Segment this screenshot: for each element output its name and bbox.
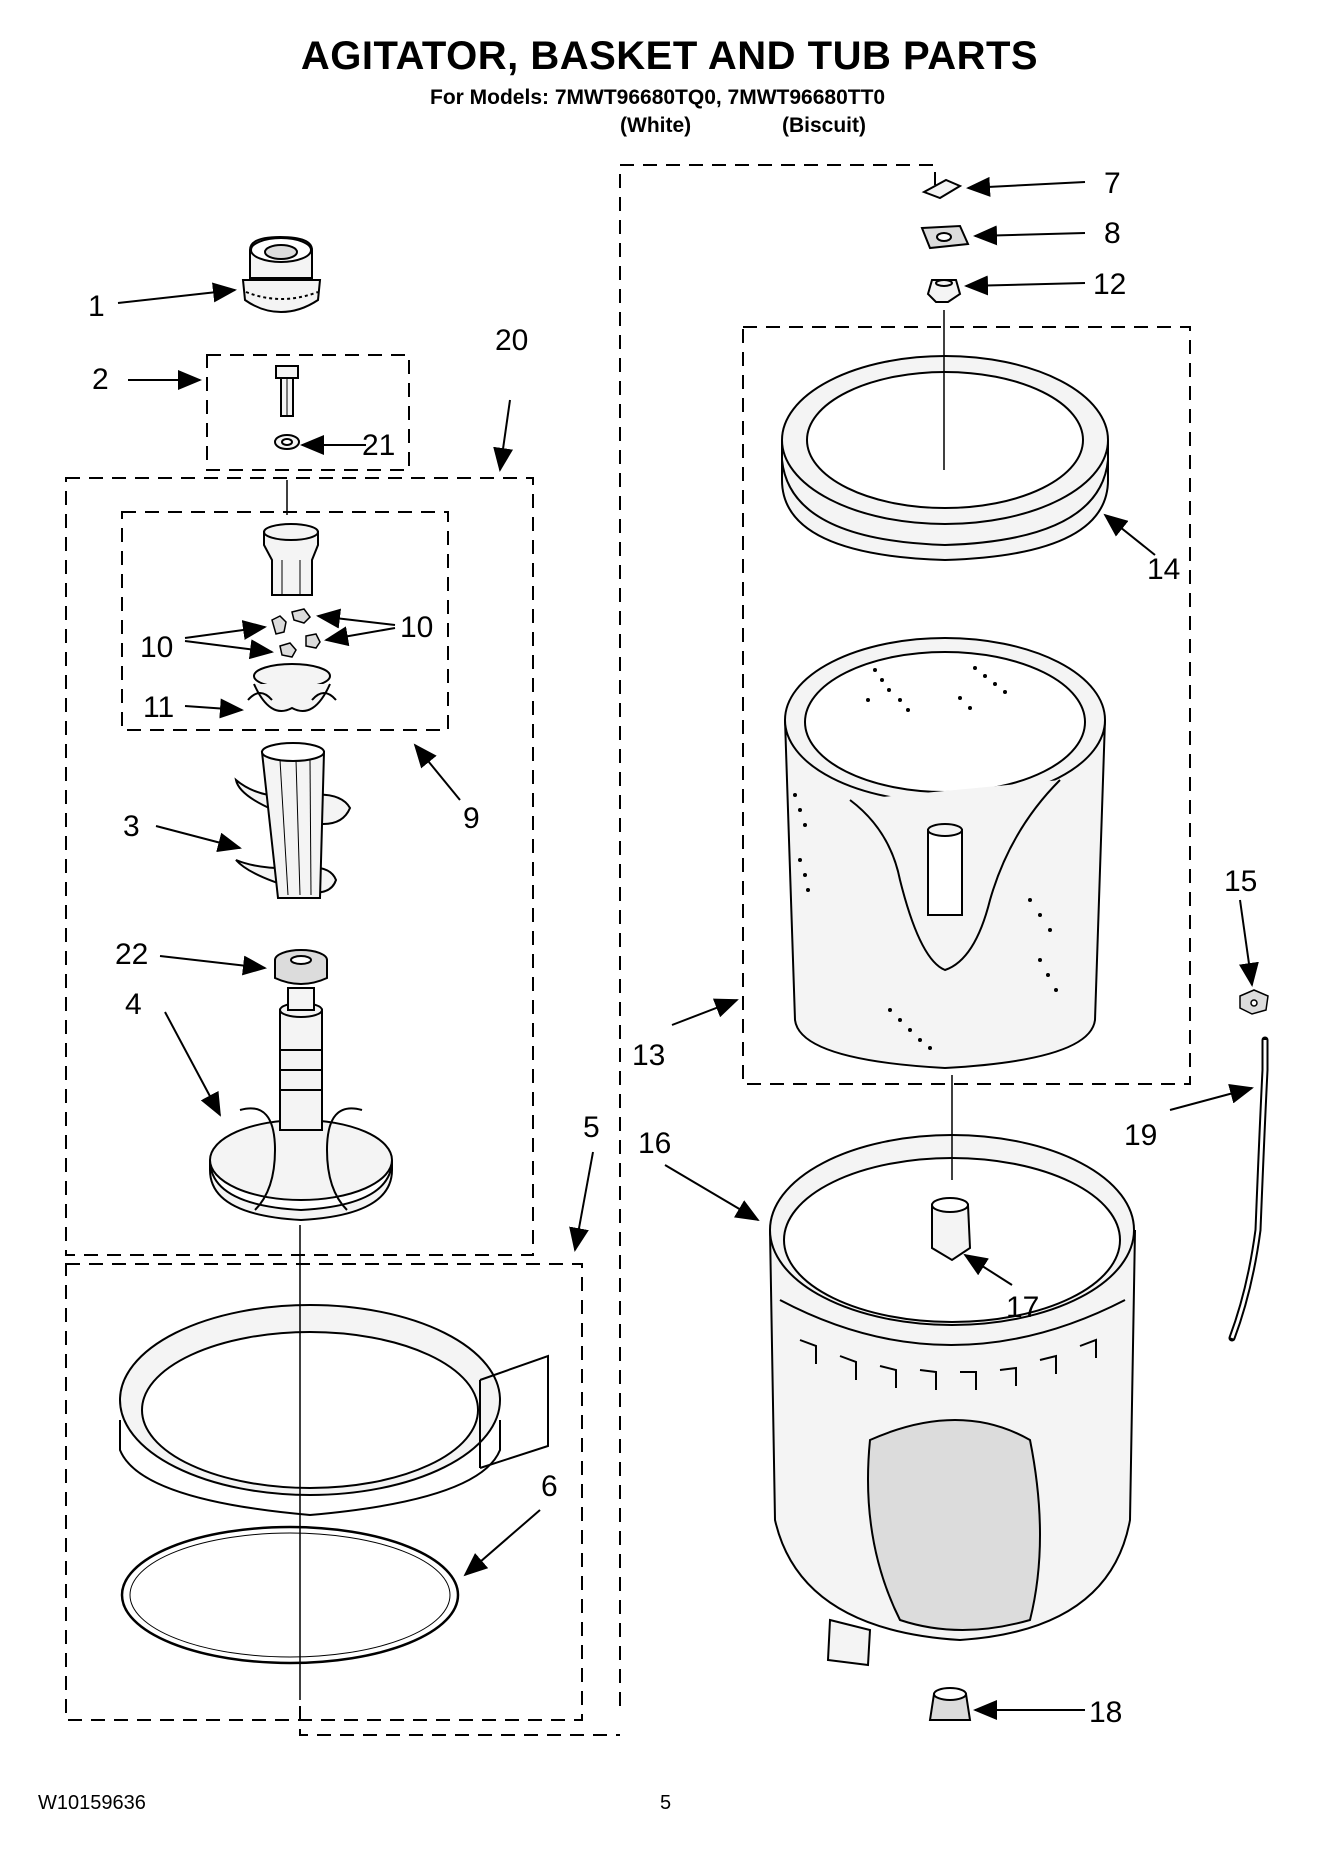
leader-10a-upper [184, 620, 267, 640]
part-4-agitator-base [209, 987, 393, 1222]
callout-17: 17 [1006, 1291, 1039, 1324]
callout-8: 8 [1104, 217, 1121, 250]
leader-15 [1239, 899, 1259, 987]
leader-19 [1169, 1084, 1254, 1111]
callout-19: 19 [1124, 1119, 1157, 1152]
basket-perforations [793, 666, 1058, 1050]
callout-21: 21 [362, 429, 395, 462]
part-11-cam [247, 663, 337, 712]
leader-1 [117, 282, 237, 304]
leader-7 [966, 176, 1086, 197]
group-box-9 [121, 511, 449, 731]
leader-5 [569, 1151, 594, 1252]
leader-4 [164, 1011, 221, 1117]
part-12-nut [926, 279, 962, 303]
callout-22: 22 [115, 938, 148, 971]
callout-11: 11 [143, 691, 174, 724]
callout-4: 4 [125, 988, 142, 1021]
callout-14: 14 [1147, 553, 1180, 586]
callout-3: 3 [123, 810, 140, 843]
group-box-13 [742, 326, 1191, 1085]
part-6-seal-ring [120, 1525, 460, 1665]
callout-20: 20 [495, 324, 528, 357]
variant-biscuit: (Biscuit) [782, 114, 866, 137]
part-2-bolt [275, 365, 299, 417]
callout-9: 9 [463, 802, 480, 835]
leader-10a-lower [184, 639, 274, 660]
callout-18: 18 [1089, 1696, 1122, 1729]
part-10-dogs [271, 608, 321, 658]
leader-10b-upper [316, 608, 396, 629]
callout-1: 1 [88, 290, 105, 323]
part-8-retainer [920, 224, 970, 250]
leader-17 [963, 1253, 1013, 1286]
callout-7: 7 [1104, 167, 1121, 200]
leader-9 [413, 743, 461, 801]
leader-8 [973, 225, 1086, 246]
connector-path-bottom [299, 1706, 620, 1736]
leader-16 [664, 1164, 760, 1222]
part-3-auger [234, 742, 352, 899]
leader-12 [964, 275, 1086, 296]
leader-13 [671, 998, 739, 1026]
leader-11 [184, 698, 244, 719]
part-13-basket [784, 637, 1106, 1070]
leader-22 [159, 955, 267, 976]
group-box-2 [206, 354, 410, 471]
callout-12: 12 [1093, 268, 1126, 301]
models-line: For Models: 7MWT96680TQ0, 7MWT96680TT0 [430, 86, 886, 109]
part-22-bearing [274, 949, 328, 985]
doc-number: W10159636 [38, 1792, 146, 1814]
part-21-washer [274, 434, 300, 450]
page-number: 5 [660, 1792, 672, 1814]
tub-ribs [799, 1338, 1097, 1390]
variant-white: (White) [620, 114, 692, 137]
leader-3 [155, 825, 242, 853]
part-7-clip [921, 178, 963, 200]
page-title: AGITATOR, BASKET AND TUB PARTS [300, 34, 1039, 78]
callout-10a: 10 [140, 631, 173, 664]
callout-2: 2 [92, 363, 109, 396]
part-15-clip [1239, 989, 1269, 1015]
leader-14 [1103, 513, 1156, 556]
callout-6: 6 [541, 1470, 558, 1503]
part-5-tub-ring [119, 1304, 549, 1517]
callout-15: 15 [1224, 865, 1257, 898]
part-14-balance-ring [781, 355, 1109, 562]
part-18-seal [928, 1687, 972, 1721]
leader-20 [493, 399, 514, 472]
leader-6 [463, 1509, 541, 1577]
callout-5: 5 [583, 1111, 600, 1144]
connector-path [619, 164, 936, 1706]
callout-16: 16 [638, 1127, 671, 1160]
callout-10b: 10 [400, 611, 433, 644]
part-1-agitator-cap [241, 235, 322, 314]
leader-10b-lower [324, 626, 396, 647]
group-box-5 [65, 1263, 583, 1721]
part-17-fitting [931, 1197, 972, 1262]
part-9-cam-assembly [263, 523, 319, 596]
callout-13: 13 [632, 1039, 665, 1072]
